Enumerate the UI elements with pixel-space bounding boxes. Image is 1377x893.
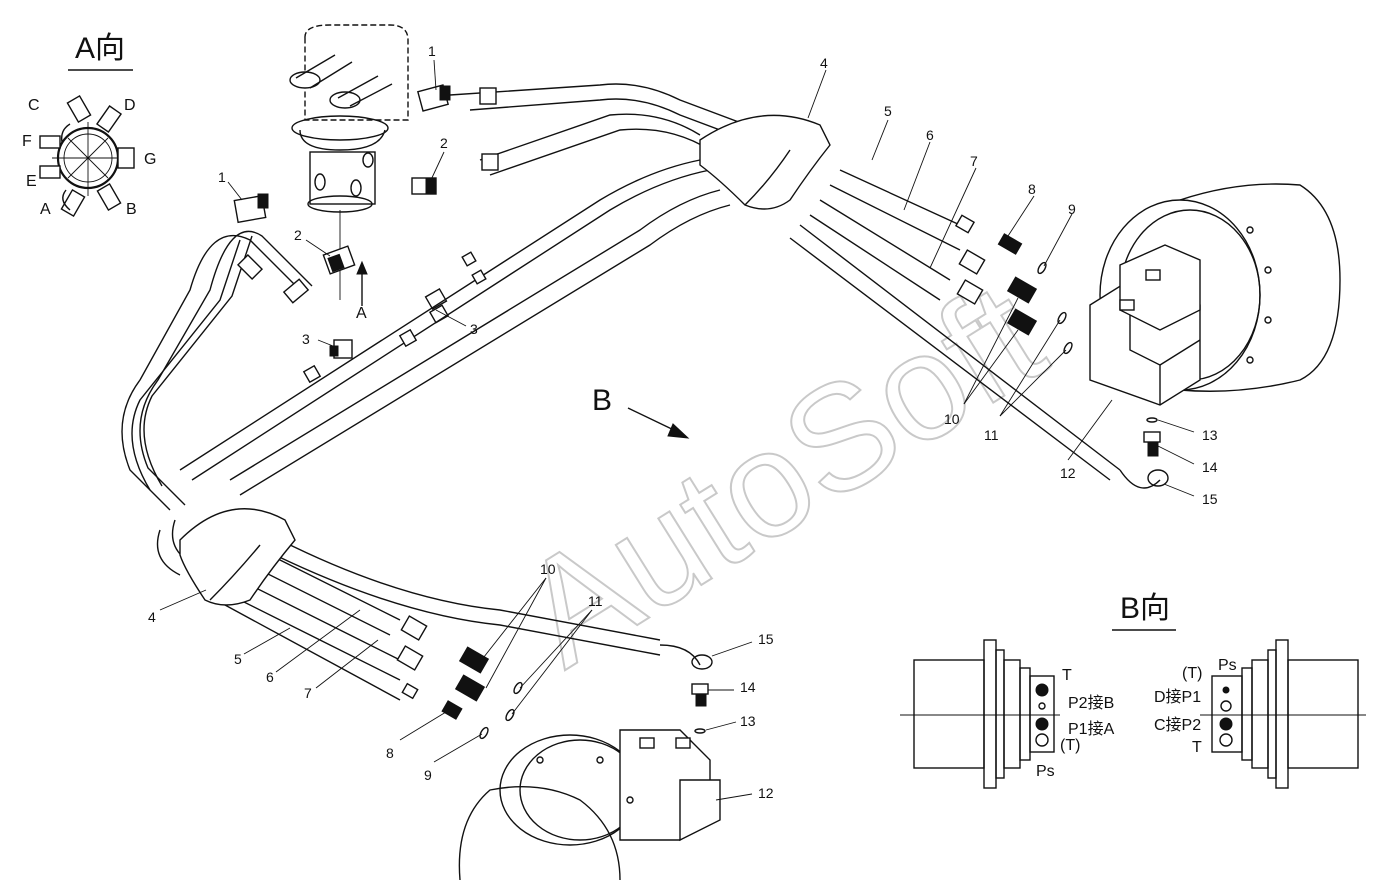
callout-3b: 3 bbox=[470, 321, 478, 337]
leader-lines bbox=[159, 59, 1195, 801]
callout-numbers: 1 1 2 2 3 3 4 5 6 7 8 9 10 11 12 13 14 1… bbox=[148, 43, 1218, 801]
callout-5a: 5 bbox=[884, 103, 892, 119]
view-b-right-cp2: C接P2 bbox=[1154, 716, 1201, 734]
callout-8a: 8 bbox=[1028, 181, 1036, 197]
arrow-b-label: B bbox=[592, 384, 612, 417]
view-b-right-dp1: D接P1 bbox=[1154, 688, 1201, 706]
callout-9a: 9 bbox=[1068, 201, 1076, 217]
callout-2b: 2 bbox=[294, 227, 302, 243]
view-b-right-ps: Ps bbox=[1218, 657, 1237, 674]
callout-7b: 7 bbox=[304, 685, 312, 701]
callout-3a: 3 bbox=[302, 331, 310, 347]
callout-14b: 14 bbox=[740, 679, 756, 695]
hose-fittings bbox=[236, 87, 1073, 740]
callout-15a: 15 bbox=[1202, 491, 1218, 507]
left-drain-fittings bbox=[659, 644, 713, 734]
callout-14a: 14 bbox=[1202, 459, 1218, 475]
view-b-left-t-paren: (T) bbox=[1060, 737, 1080, 754]
callout-1a: 1 bbox=[428, 43, 436, 59]
clamp-bands bbox=[179, 114, 831, 606]
view-a-label-d: D bbox=[124, 97, 136, 114]
callout-13b: 13 bbox=[740, 713, 756, 729]
pipe-bundle bbox=[121, 83, 1121, 701]
callout-11b: 11 bbox=[588, 593, 603, 609]
swivel-fittings bbox=[233, 84, 451, 359]
view-b-left-p2b: P2接B bbox=[1068, 694, 1114, 712]
callout-7a: 7 bbox=[970, 153, 978, 169]
view-b-left-ps: Ps bbox=[1036, 763, 1055, 780]
callout-6b: 6 bbox=[266, 669, 274, 685]
callout-12a: 12 bbox=[1060, 465, 1076, 481]
watermark: AutoSoft bbox=[493, 250, 1070, 697]
callout-6a: 6 bbox=[926, 127, 934, 143]
view-a-label-g: G bbox=[144, 151, 156, 168]
callout-13a: 13 bbox=[1202, 427, 1218, 443]
center-swivel-joint bbox=[289, 24, 409, 300]
arrow-a-label: A bbox=[356, 305, 367, 322]
callout-9b: 9 bbox=[424, 767, 432, 783]
callout-10a: 10 bbox=[944, 411, 960, 427]
view-a-detail: A向 C D F G E A B bbox=[22, 32, 156, 218]
callout-2a: 2 bbox=[440, 135, 448, 151]
callout-12b: 12 bbox=[758, 785, 774, 801]
view-b-left-p1a: P1接A bbox=[1068, 720, 1115, 738]
view-a-label-e: E bbox=[26, 173, 37, 190]
view-b-left-t: T bbox=[1062, 667, 1072, 684]
callout-4b: 4 bbox=[148, 609, 156, 625]
view-a-label-c: C bbox=[28, 97, 40, 114]
callout-11a: 11 bbox=[984, 427, 999, 443]
view-a-title: A向 bbox=[75, 32, 125, 65]
callout-5b: 5 bbox=[234, 651, 242, 667]
callout-8b: 8 bbox=[386, 745, 394, 761]
callout-10b: 10 bbox=[540, 561, 556, 577]
callout-15b: 15 bbox=[758, 631, 774, 647]
right-drain-fittings bbox=[1119, 417, 1169, 489]
view-a-label-a: A bbox=[40, 201, 51, 218]
view-a-label-f: F bbox=[22, 133, 32, 150]
view-b-title: B向 bbox=[1120, 592, 1170, 625]
view-arrows: A B bbox=[356, 260, 690, 439]
view-a-label-b: B bbox=[126, 201, 137, 218]
view-b-right-t: T bbox=[1192, 739, 1202, 756]
callout-4a: 4 bbox=[820, 55, 828, 71]
left-travel-motor bbox=[458, 729, 721, 881]
view-b-right-t-paren: (T) bbox=[1182, 665, 1202, 682]
right-travel-motor bbox=[1089, 183, 1341, 406]
view-b-detail: B向 T P2接B P1接A (T) Ps (T) Ps D接P1 C bbox=[900, 592, 1366, 789]
callout-1b: 1 bbox=[218, 169, 226, 185]
